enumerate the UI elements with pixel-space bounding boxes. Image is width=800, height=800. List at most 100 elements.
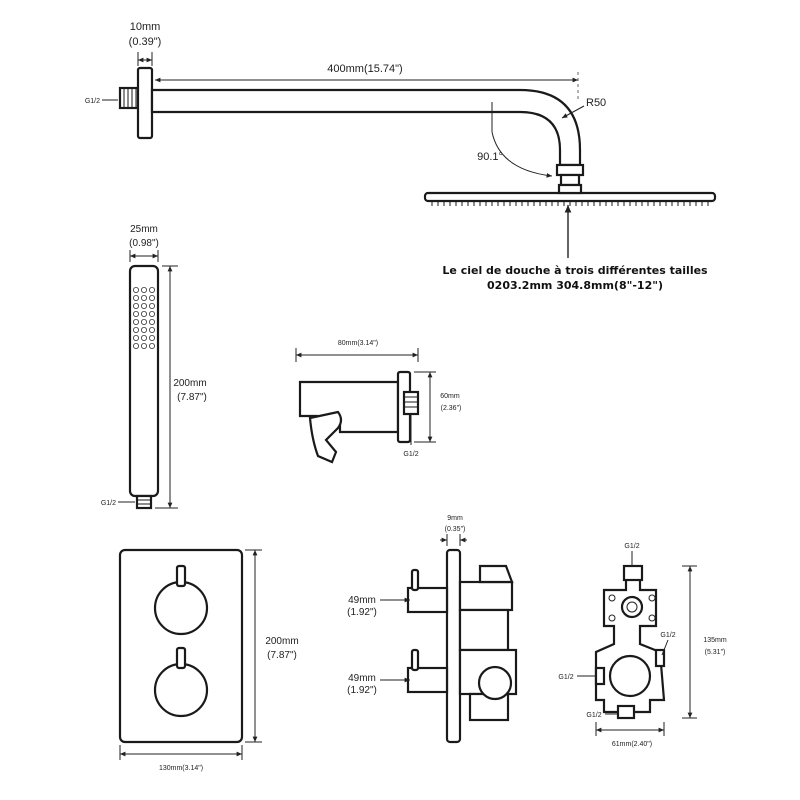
- spray-hole: [148, 286, 155, 293]
- hand-shower-length-dim: 200mm: [173, 378, 206, 389]
- lower-handle-lever: [175, 646, 187, 670]
- valve-side-view: [406, 548, 518, 744]
- arm-angle-label: 90.1°: [477, 151, 503, 163]
- spray-hole: [140, 294, 147, 301]
- spray-hole: [148, 310, 155, 317]
- plate-dimensions: 200mm (7.87") 130mm(3.14"): [119, 549, 299, 772]
- arm-radius-label: R50: [586, 97, 606, 109]
- valve-thread-right-label: G1/2: [660, 632, 675, 639]
- side-view-upper-lever: [410, 568, 420, 592]
- upper-handle-ring: [153, 580, 209, 636]
- valve-inner-cartridge-core: [626, 601, 638, 613]
- spray-hole: [148, 318, 155, 325]
- arm-flange-dim: 10mm: [130, 21, 161, 33]
- spray-hole: [140, 342, 147, 349]
- hand-shower: [128, 264, 160, 510]
- spray-hole: [148, 326, 155, 333]
- rain-head-plate: [423, 191, 717, 203]
- arm-pipe: [150, 88, 582, 167]
- side-view-lower-handle: [406, 666, 449, 694]
- spray-hole: [148, 294, 155, 301]
- side-view-lower-dim: 49mm: [348, 673, 376, 684]
- valve-thread-top-label: G1/2: [624, 543, 639, 550]
- side-view-depth-dim-inch: (0.35"): [445, 526, 466, 533]
- side-view-body-middle: [458, 608, 510, 652]
- wall-holder-thread-label: G1/2: [403, 451, 418, 458]
- rain-shower-head: Le ciel de douche à trois différentes ta…: [423, 183, 717, 292]
- plate-width-dim: 130mm(3.14"): [159, 765, 203, 772]
- valve-thread-bottom-label: G1/2: [586, 712, 601, 719]
- side-view-body-upper: [458, 580, 514, 612]
- valve-height-dim: 135mm: [703, 637, 727, 644]
- rain-head-connector: [557, 183, 583, 195]
- valve-width-dim: 61mm(2.40"): [612, 741, 652, 748]
- upper-handle-lever: [175, 564, 187, 588]
- wall-holder-width-dim: 80mm(3.14"): [338, 340, 378, 347]
- wall-holder-hook: [308, 410, 343, 464]
- spray-hole: [132, 310, 139, 317]
- rain-head-nozzles: [431, 201, 709, 206]
- wall-holder-height-dim: 60mm: [440, 393, 460, 400]
- valve-mixing-chamber: [608, 654, 652, 698]
- wall-holder-dimensions: 80mm(3.14") 60mm (2.36") G1/2: [295, 340, 462, 458]
- spray-hole: [132, 286, 139, 293]
- spray-hole: [140, 310, 147, 317]
- side-view-upper-dim: 49mm: [348, 595, 376, 606]
- spray-hole: [132, 342, 139, 349]
- rain-head-caption-line1: Le ciel de douche à trois différentes ta…: [442, 264, 708, 277]
- valve-body-dimensions: G1/2 G1/2 G1/2 G1/2 135mm (5.31") 61mm(2…: [558, 543, 726, 748]
- arm-length-dim: 400mm(15.74"): [327, 63, 402, 75]
- side-view-top-port: [478, 564, 514, 584]
- arm-dimensions: 10mm (0.39") 400mm(15.74") G1/2 R50 90.1…: [85, 21, 606, 178]
- spray-hole: [132, 302, 139, 309]
- spray-hole: [140, 318, 147, 325]
- side-view-plate: [445, 548, 462, 744]
- spray-hole: [132, 334, 139, 341]
- valve-right-port: [654, 648, 666, 668]
- hand-shower-thread: [135, 494, 153, 510]
- side-view-dimensions: 9mm (0.35") 49mm (1.92") 49mm (1.92"): [347, 515, 467, 696]
- hand-shower-spray-dots: [132, 286, 155, 349]
- side-view-lower-lever: [410, 648, 420, 672]
- side-view-outlet: [477, 665, 513, 701]
- hand-shower-width-dim-inch: (0.98"): [129, 238, 159, 249]
- spray-hole: [132, 294, 139, 301]
- spray-hole: [140, 326, 147, 333]
- arm-thread-connector: [118, 86, 140, 110]
- arm-wall-flange: [136, 66, 154, 140]
- spray-hole: [140, 286, 147, 293]
- valve-bottom-port: [616, 704, 636, 720]
- wall-holder: [298, 370, 420, 464]
- valve-height-dim-inch: (5.31"): [705, 649, 726, 656]
- side-view-upper-handle: [406, 586, 449, 614]
- valve-body: [594, 564, 666, 720]
- wall-holder-height-dim-inch: (2.36"): [441, 405, 462, 412]
- spray-hole: [148, 302, 155, 309]
- valve-inner-cartridge: [620, 595, 644, 619]
- rain-head-caption-line2: 0203.2mm 304.8mm(8"-12"): [487, 279, 663, 292]
- valve-thread-left-label: G1/2: [558, 674, 573, 681]
- side-view-depth-dim: 9mm: [447, 515, 463, 522]
- arm-thread-label: G1/2: [85, 98, 100, 105]
- side-view-lower-dim-inch: (1.92"): [347, 685, 377, 696]
- spray-hole: [140, 334, 147, 341]
- spray-hole: [132, 318, 139, 325]
- spray-hole: [132, 326, 139, 333]
- arm-flange-dim-inch: (0.39"): [129, 36, 162, 48]
- spray-hole: [148, 342, 155, 349]
- valve-left-port: [594, 666, 606, 686]
- wall-holder-thread: [402, 390, 420, 416]
- lower-handle-ring: [153, 662, 209, 718]
- hand-shower-width-dim: 25mm: [130, 224, 158, 235]
- hand-shower-length-dim-inch: (7.87"): [177, 392, 207, 403]
- spray-hole: [148, 334, 155, 341]
- arm-head-ball: [559, 173, 581, 187]
- plate-height-dim: 200mm: [265, 636, 298, 647]
- side-view-upper-dim-inch: (1.92"): [347, 607, 377, 618]
- hand-shower-dimensions: 25mm (0.98") 200mm (7.87") G1/2: [101, 224, 207, 509]
- arm-head-joint: [555, 163, 585, 177]
- valve-top-port: [622, 564, 644, 582]
- shower-arm: [118, 66, 585, 187]
- hand-shower-thread-label: G1/2: [101, 500, 116, 507]
